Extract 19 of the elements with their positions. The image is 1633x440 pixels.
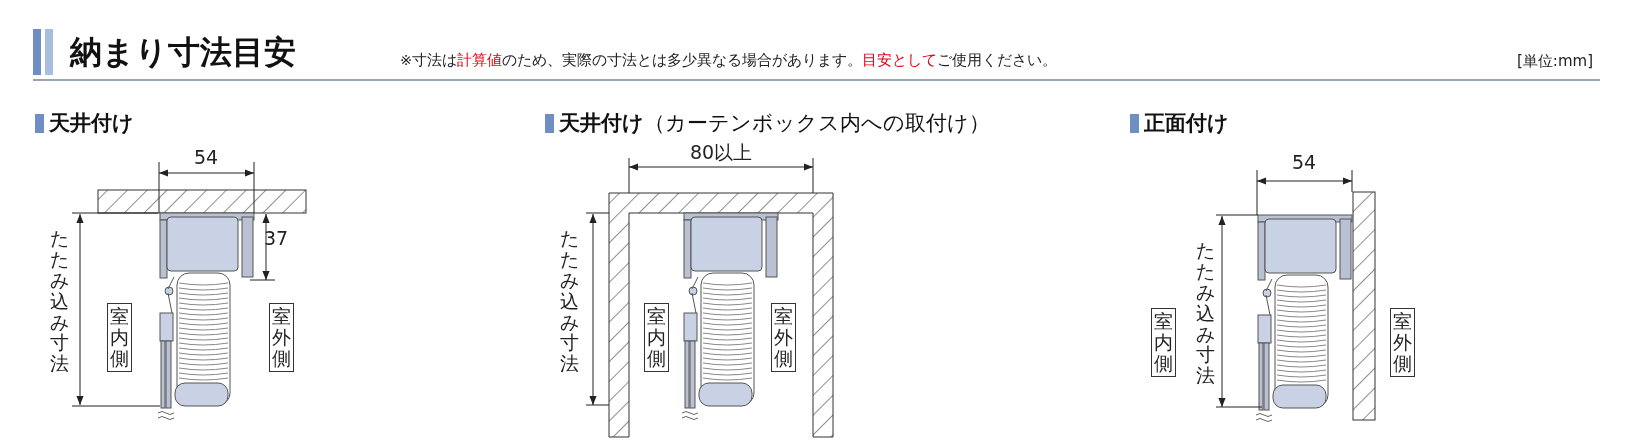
- dimension-value: 80以上: [689, 140, 753, 165]
- side-label-box: 室外側: [269, 303, 294, 372]
- side-label-box: 室内側: [107, 303, 132, 372]
- note-text: ※寸法は計算値のため、実際の寸法とは多少異なる場合があります。目安としてご使用ください。: [400, 51, 1058, 70]
- side-label-box: 室外側: [1390, 308, 1415, 377]
- dimension-value: 54: [1291, 150, 1317, 175]
- dimension-label: たたみ込み寸法: [560, 228, 579, 375]
- section-heading: 天井付け: [49, 110, 134, 137]
- page-title: 納まり寸法目安: [70, 32, 296, 73]
- dimension-value: 37: [264, 226, 289, 251]
- section-heading: 天井付け（カーテンボックス内への取付け）: [559, 110, 990, 137]
- side-label-box: 室外側: [771, 303, 796, 372]
- dimension-label: たたみ込み寸法: [50, 228, 69, 375]
- side-label-box: 室内側: [644, 303, 669, 372]
- unit-label: [単位:mm]: [1517, 51, 1593, 72]
- side-label-box: 室内側: [1151, 308, 1176, 377]
- section-heading: 正面付け: [1144, 110, 1229, 137]
- dimension-label: たたみ込み寸法: [1196, 240, 1215, 387]
- dimension-value: 54: [193, 145, 219, 170]
